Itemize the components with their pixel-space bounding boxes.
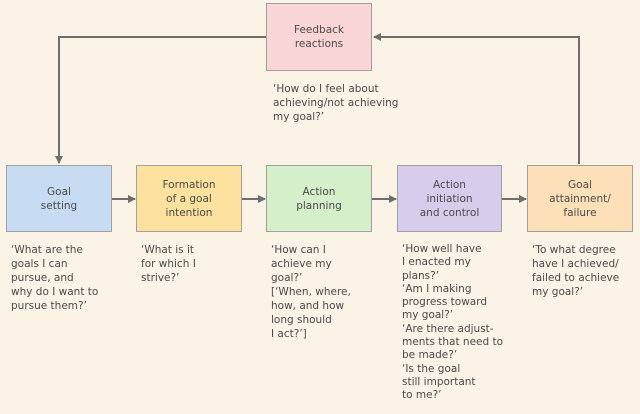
action-initiation-box: Action initiation and control: [397, 165, 502, 232]
feedback-question: ‘How do I feel about achieving/not achie…: [273, 83, 399, 123]
action-planning-box: Action planning: [266, 165, 372, 232]
action-planning-question: ‘How can I achieve my goal?’ [‘When, whe…: [271, 244, 351, 340]
goal-setting-box: Goal setting: [6, 165, 112, 232]
formation-of-goal-intention-box: Formation of a goal intention: [136, 165, 242, 232]
goal-attainment-question: ‘To what degree have I achieved/ failed …: [532, 244, 620, 298]
arrow-goal-attainment-to-feedback: [373, 33, 580, 164]
goal-attainment-box: Goal attainment/ failure: [527, 165, 633, 232]
feedback-reactions-box: Feedback reactions: [266, 3, 372, 71]
arrow-feedback-to-goal-setting: [55, 36, 266, 164]
goal-setting-question: ‘What are the goals I can pursue, and wh…: [11, 244, 99, 312]
action-initiation-question: ‘How well have I enacted my plans?’ ‘Am …: [402, 243, 504, 402]
formation-question: ‘What is it for which I strive?’: [141, 244, 196, 284]
